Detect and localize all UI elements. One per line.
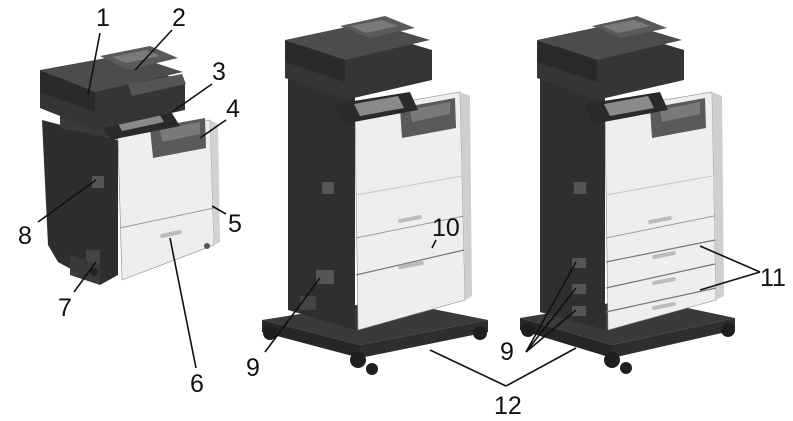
callout-11: 11 (760, 264, 786, 292)
leader-12-left (429, 349, 507, 387)
callout-4: 4 (226, 95, 240, 123)
callout-5: 5 (228, 210, 242, 238)
leader-7 (73, 261, 97, 293)
leader-1 (87, 32, 101, 96)
leader-4 (199, 119, 227, 139)
callout-9a: 9 (246, 354, 260, 382)
leader-lines (37, 29, 761, 387)
callout-1: 1 (96, 4, 110, 32)
leader-8 (37, 179, 97, 223)
callout-8: 8 (18, 222, 32, 250)
leader-12-right (505, 347, 577, 387)
callout-7: 7 (58, 294, 72, 322)
leader-3 (171, 83, 213, 113)
printer-with-three-trays (520, 16, 735, 374)
callout-6: 6 (190, 370, 204, 398)
leader-11-bot (699, 271, 761, 291)
callout-3: 3 (212, 58, 226, 86)
printer-with-large-tray (262, 16, 488, 375)
callout-2: 2 (172, 4, 186, 32)
leader-2 (134, 29, 173, 71)
leader-5 (211, 205, 227, 215)
callout-10: 10 (432, 214, 460, 242)
printer-base-model (40, 46, 220, 285)
callout-9b: 9 (500, 338, 514, 366)
leader-6 (169, 237, 197, 369)
callout-12: 12 (494, 392, 522, 420)
leader-9b-mid (525, 287, 577, 353)
leader-9b-bot (525, 309, 577, 353)
callout-numbers: 1 2 3 4 5 6 7 8 9 10 9 11 12 (18, 4, 786, 420)
leader-9a (264, 277, 321, 353)
leader-10 (431, 239, 437, 249)
leader-11-top (699, 245, 761, 273)
leader-9b-top (525, 261, 577, 353)
